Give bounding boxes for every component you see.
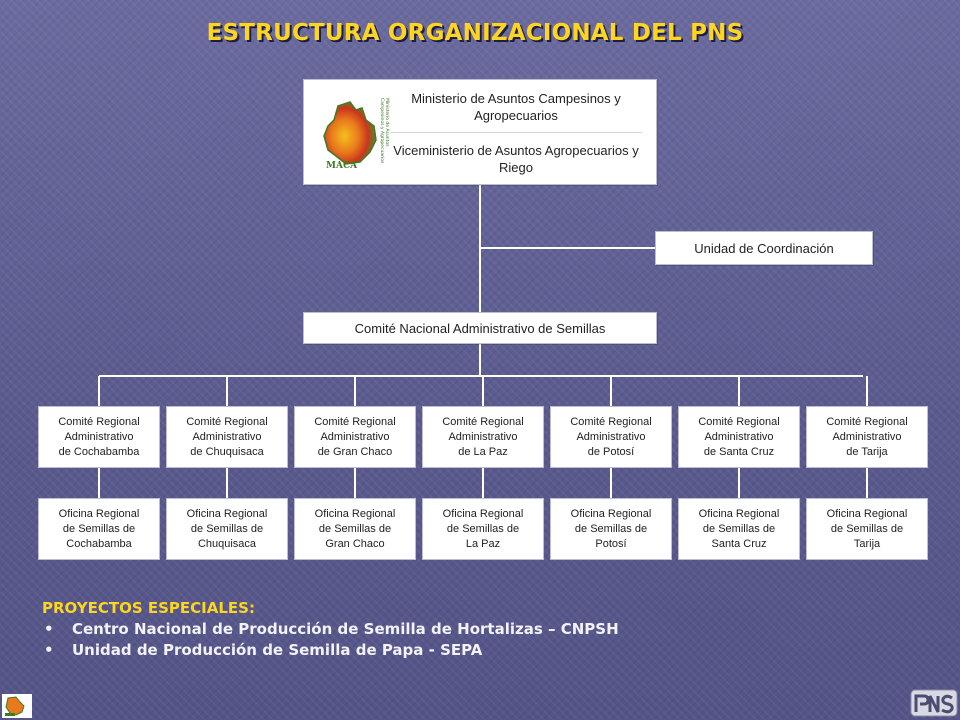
regional-offices-row: Oficina Regional de Semillas de Cochabam…	[38, 498, 930, 560]
regional-office-santa-cruz: Oficina Regional de Semillas de Santa Cr…	[678, 498, 800, 560]
pns-corner-logo-icon	[910, 689, 958, 717]
regional-office-potosi: Oficina Regional de Semillas de Potosí	[550, 498, 672, 560]
bullet-icon: •	[44, 620, 54, 638]
special-projects: PROYECTOS ESPECIALES: • Centro Nacional …	[42, 598, 922, 661]
maca-logo: MACA Ministerio de Asuntos Campesinos y …	[323, 98, 390, 171]
regional-office-gran-chaco: Oficina Regional de Semillas de Gran Cha…	[294, 498, 416, 560]
bullet-icon: •	[44, 641, 54, 659]
svg-text:MACA: MACA	[326, 161, 358, 171]
regional-office-la-paz: Oficina Regional de Semillas de La Paz	[422, 498, 544, 560]
regional-committee-chuquisaca: Comité Regional Administrativo de Chuqui…	[166, 406, 288, 468]
ministry-name: Ministerio de Asuntos Campesinos y Agrop…	[390, 90, 642, 133]
regional-committee-cochabamba: Comité Regional Administrativo de Cochab…	[38, 406, 160, 468]
regional-office-cochabamba: Oficina Regional de Semillas de Cochabam…	[38, 498, 160, 560]
special-project-label: Unidad de Producción de Semilla de Papa …	[72, 641, 483, 659]
national-committee-box: Comité Nacional Administrativo de Semill…	[303, 312, 657, 344]
regional-office-tarija: Oficina Regional de Semillas de Tarija	[806, 498, 928, 560]
regional-office-chuquisaca: Oficina Regional de Semillas de Chuquisa…	[166, 498, 288, 560]
special-project-item: • Unidad de Producción de Semilla de Pap…	[42, 640, 922, 661]
regional-committee-gran-chaco: Comité Regional Administrativo de Gran C…	[294, 406, 416, 468]
special-project-item: • Centro Nacional de Producción de Semil…	[42, 619, 922, 640]
maca-corner-logo-icon	[2, 694, 32, 718]
special-projects-heading: PROYECTOS ESPECIALES:	[42, 599, 255, 617]
special-projects-list: • Centro Nacional de Producción de Semil…	[42, 619, 922, 661]
regional-committees-row: Comité Regional Administrativo de Cochab…	[38, 406, 930, 468]
special-project-label: Centro Nacional de Producción de Semilla…	[72, 620, 619, 638]
coordination-unit-box: Unidad de Coordinación	[655, 231, 873, 265]
regional-committee-la-paz: Comité Regional Administrativo de La Paz	[422, 406, 544, 468]
page-title: ESTRUCTURA ORGANIZACIONAL DEL PNS	[206, 20, 744, 46]
regional-committee-potosi: Comité Regional Administrativo de Potosí	[550, 406, 672, 468]
ministry-box: MACA Ministerio de Asuntos Campesinos y …	[303, 79, 657, 185]
regional-committee-tarija: Comité Regional Administrativo de Tarija	[806, 406, 928, 468]
viceministry-name: Viceministerio de Asuntos Agropecuarios …	[393, 143, 639, 175]
svg-text:Ministerio de Asuntos: Ministerio de Asuntos	[384, 98, 390, 147]
regional-committee-santa-cruz: Comité Regional Administrativo de Santa …	[678, 406, 800, 468]
svg-text:Campesinos y Agropecuarios: Campesinos y Agropecuarios	[379, 98, 385, 164]
